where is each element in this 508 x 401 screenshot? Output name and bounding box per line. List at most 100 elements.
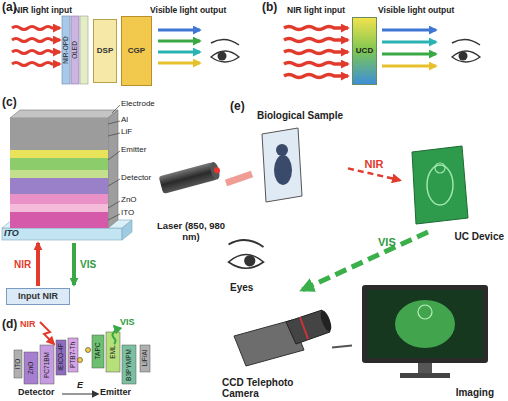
opd-layer <box>62 16 70 84</box>
energy-bar <box>92 335 104 368</box>
input-box: Input NIR <box>6 288 70 305</box>
node-text: UC Device <box>455 231 504 242</box>
monitor-node: Imaging <box>352 280 494 398</box>
region-name: Emitter <box>100 388 131 398</box>
zno-layer <box>10 204 108 212</box>
vis-ray <box>158 62 200 65</box>
signal-name: VIS <box>378 236 396 248</box>
screen-image <box>395 300 455 348</box>
node-text: Laser (850, 980 nm) <box>156 221 226 242</box>
panel-tag: (e) <box>230 100 245 113</box>
specimen <box>274 155 292 185</box>
caption-text: Eyes <box>230 282 253 293</box>
eyebrow <box>229 240 264 247</box>
device-image <box>427 165 453 205</box>
leader-line <box>108 214 120 220</box>
laser-spot <box>213 167 220 174</box>
detector-layer <box>10 178 108 194</box>
laser-aperture <box>209 161 221 180</box>
signal-name: VIS <box>80 259 96 270</box>
dsp-box: DSP <box>93 19 117 83</box>
material-name: B3PYMPM <box>125 349 132 381</box>
layer-name: ITO <box>4 229 19 239</box>
connector <box>226 174 252 183</box>
device-stack <box>2 110 132 240</box>
connector <box>348 168 400 180</box>
sample-slide <box>262 128 302 202</box>
stack-side <box>108 110 118 228</box>
node-text: Imaging <box>456 387 494 398</box>
slide <box>262 128 302 202</box>
layer-name: LiF <box>121 128 132 137</box>
carrier-dot <box>78 358 83 363</box>
leader-line <box>108 151 120 160</box>
eye-icon <box>229 240 264 268</box>
device-image <box>435 163 445 173</box>
carrier-dot <box>86 348 91 353</box>
vis-ray <box>382 65 436 68</box>
energy-bar <box>122 345 136 384</box>
energy-bar <box>24 352 38 384</box>
visible-output-arrows <box>158 30 200 63</box>
caption-text: Visible light output <box>150 6 226 15</box>
laser-body <box>159 162 218 194</box>
material-name: ZnO <box>27 362 34 375</box>
laser-node: Laser (850, 980 nm) <box>156 148 226 242</box>
node-text: Input NIR <box>18 292 58 302</box>
monitor-base <box>400 373 450 378</box>
layer-name: NIR-OPD <box>62 36 69 63</box>
signal-name: NIR <box>14 259 31 270</box>
material-name: IEICO-4F <box>57 343 64 370</box>
substrate-layer <box>80 16 88 84</box>
eyebrow <box>211 39 239 45</box>
emitter-layer <box>10 150 108 158</box>
lens-front <box>318 309 333 332</box>
node-text: Biological Sample <box>257 110 343 121</box>
uc-device-node: UC Device <box>400 142 504 242</box>
caption-text: NIR light input <box>14 6 72 15</box>
monitor-screen <box>367 290 483 358</box>
eye-outline <box>229 255 264 269</box>
node-text: DSP <box>97 47 113 56</box>
specimen <box>276 144 288 156</box>
iris <box>218 52 227 61</box>
detector-layer <box>10 194 108 204</box>
connector <box>332 346 352 348</box>
leader-line <box>108 133 120 136</box>
material-name: ITO <box>14 359 21 370</box>
ucd-bar: UCD <box>352 17 377 85</box>
layer-name: OLED <box>71 41 78 59</box>
screen-image <box>418 305 432 319</box>
signal-name: VIS <box>120 318 135 328</box>
monitor-icon <box>362 285 488 378</box>
visible-output-arrows <box>382 30 436 66</box>
nir-ray <box>12 39 60 42</box>
leader-line <box>108 201 120 208</box>
energy-bar <box>56 340 66 375</box>
node-text: UCD <box>356 47 373 56</box>
material-name: LiF/Al <box>141 350 148 367</box>
panel-tag: (d) <box>2 318 17 331</box>
laser-icon <box>159 161 223 194</box>
material-name: PTB7-Th <box>69 342 76 368</box>
glass-front <box>2 228 122 240</box>
emitter-layer <box>10 158 108 170</box>
nir-ray <box>284 75 348 78</box>
device-plate <box>412 146 468 224</box>
nir-input-arrows <box>12 27 60 66</box>
region-name: Detector <box>18 388 55 398</box>
layer-name: Emitter <box>121 146 146 155</box>
vis-beam <box>302 232 428 290</box>
nir-arrow <box>36 243 40 286</box>
nir-ray <box>12 63 60 66</box>
node-text: CGP <box>128 47 145 56</box>
iris <box>459 52 468 61</box>
nir-ray <box>284 51 348 54</box>
monitor-frame <box>362 285 488 363</box>
glass-side <box>122 220 132 240</box>
material-name: TAPC <box>94 343 101 360</box>
nir-ray <box>284 27 348 30</box>
layer-name: Al <box>121 116 128 125</box>
